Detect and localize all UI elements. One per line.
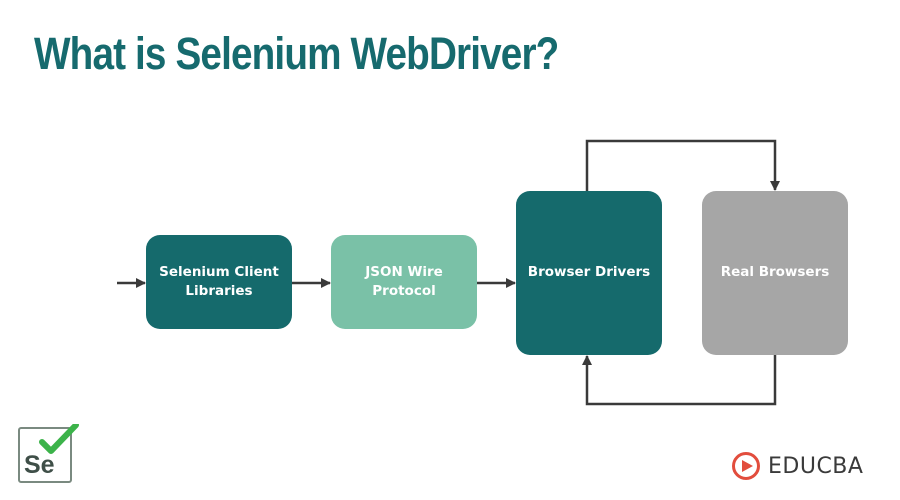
node-selenium-client-libraries: Selenium Client Libraries <box>146 235 292 329</box>
node-label: JSON Wire Protocol <box>365 264 443 299</box>
check-icon <box>39 424 79 454</box>
node-browser-drivers: Browser Drivers <box>516 191 662 355</box>
node-real-browsers: Real Browsers <box>702 191 848 355</box>
node-label: Real Browsers <box>720 264 830 280</box>
brand-name: EDUCBA <box>768 453 864 479</box>
page-title: What is Selenium WebDriver? <box>34 28 559 79</box>
educba-play-icon <box>732 452 760 480</box>
arrow-drivers-to-real <box>585 139 780 191</box>
selenium-logo: Se <box>18 424 79 483</box>
educba-logo: EDUCBA <box>732 452 863 480</box>
selenium-logo-text: Se <box>24 451 55 479</box>
node-label: Selenium Client Libraries <box>159 264 279 299</box>
arrow-real-to-drivers <box>582 355 777 406</box>
node-label: Browser Drivers <box>527 264 651 280</box>
node-json-wire-protocol: JSON Wire Protocol <box>331 235 477 329</box>
